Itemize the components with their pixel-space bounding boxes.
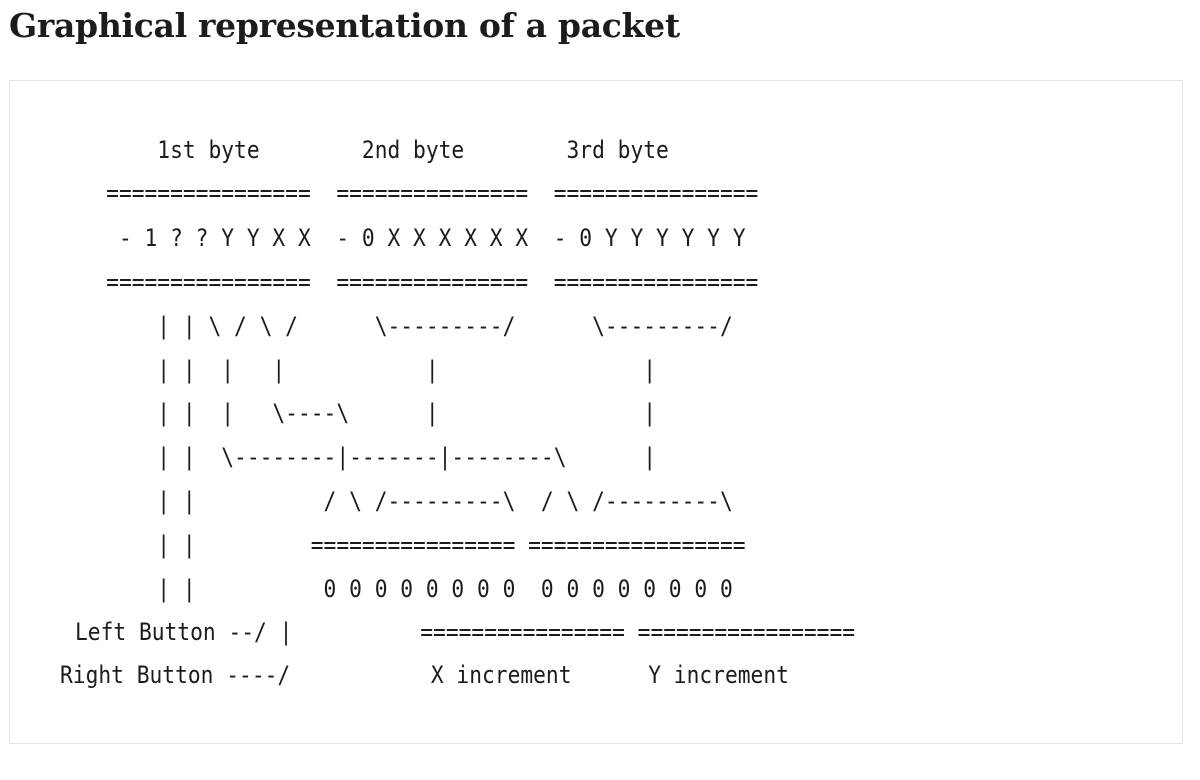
diagram-line-left-button: Left Button --/ | ================ =====…	[75, 618, 856, 646]
diagram-line-increment-rule-1: | | ================ =================	[55, 531, 746, 559]
diagram-line-bits: - 1 ? ? Y Y X X - 0 X X X X X X - 0 Y Y …	[55, 224, 746, 252]
diagram-line-bottom-rule: ================ =============== =======…	[55, 268, 759, 296]
diagram-line-connectors-2: | | | | | |	[55, 356, 657, 384]
diagram-line-connectors-5: | | / \ /---------\ / \ /---------\	[55, 487, 733, 515]
diagram-line-increment-bits: | | 0 0 0 0 0 0 0 0 0 0 0 0 0 0 0 0	[55, 575, 733, 603]
packet-diagram-code-block: 1st byte 2nd byte 3rd byte =============…	[9, 80, 1183, 744]
diagram-line-connectors-4: | | \--------|-------|--------\ |	[55, 443, 657, 471]
diagram-line-connectors-3: | | | \----\ | |	[55, 399, 657, 427]
diagram-line-connectors-1: | | \ / \ / \---------/ \---------/	[55, 312, 733, 340]
packet-diagram: 1st byte 2nd byte 3rd byte =============…	[10, 81, 1182, 743]
diagram-line-byte-labels: 1st byte 2nd byte 3rd byte	[55, 136, 669, 164]
diagram-line-right-button: Right Button ----/ X increment Y increme…	[60, 661, 789, 689]
page-title: Graphical representation of a packet	[9, 6, 680, 45]
diagram-line-top-rule: ================ =============== =======…	[55, 179, 759, 207]
